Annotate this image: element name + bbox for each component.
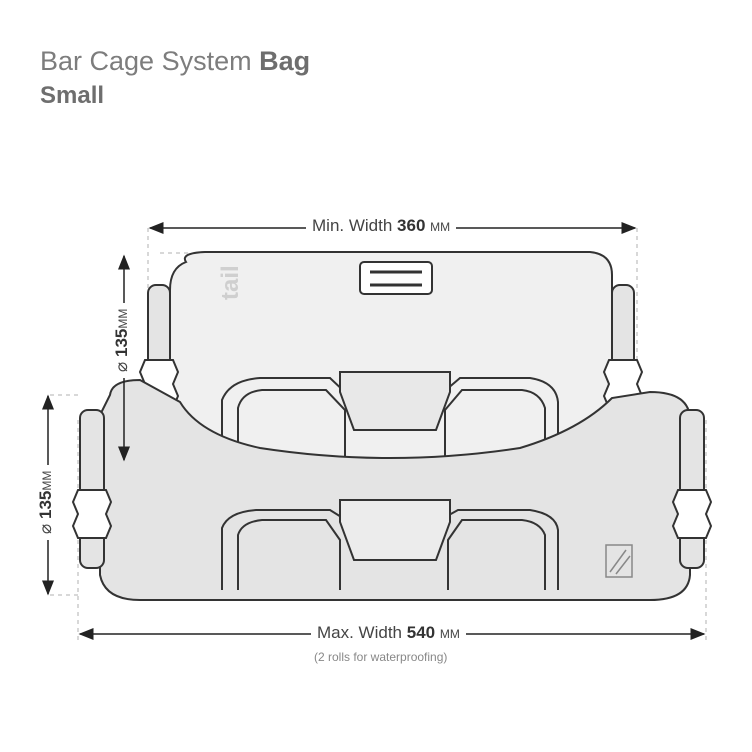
min-width-label: Min. Width 360 MM: [306, 216, 457, 236]
diagram-title: Bar Cage System Bag: [40, 44, 310, 78]
buckle-icon: [671, 489, 713, 539]
min-width-unit: MM: [430, 220, 451, 234]
max-width-text: Max. Width: [317, 623, 403, 642]
diameter-bottom-unit: MM: [40, 470, 54, 491]
diameter-top-symbol: ⌀: [112, 361, 131, 372]
diameter-top-label: ⌀ 135MM: [112, 302, 132, 378]
diameter-bottom-value: 135: [36, 490, 55, 520]
brand-logo-icon: tail: [217, 265, 244, 300]
buckle-icon: [71, 489, 113, 539]
max-width-value: 540: [406, 623, 436, 642]
waterproofing-note: (2 rolls for waterproofing): [314, 650, 448, 664]
bag-emblem-icon: [605, 544, 633, 578]
diameter-top-value: 135: [112, 328, 131, 358]
min-width-text: Min. Width: [312, 216, 393, 235]
title-light: Bar Cage System: [40, 46, 252, 76]
diagram-subtitle: Small: [40, 82, 105, 109]
lower-left-strap: [71, 409, 113, 569]
max-width-unit: MM: [439, 627, 460, 641]
title-bold: Bag: [259, 46, 311, 76]
min-width-value: 360: [397, 216, 426, 235]
diameter-bottom-symbol: ⌀: [36, 523, 55, 534]
lower-right-strap: [671, 409, 713, 569]
max-width-label: Max. Width 540 MM: [311, 623, 466, 643]
svg-text:tail: tail: [217, 265, 244, 300]
diameter-bottom-label: ⌀ 135MM: [36, 464, 56, 540]
lower-bag: [99, 378, 691, 601]
diameter-top-unit: MM: [116, 308, 130, 329]
